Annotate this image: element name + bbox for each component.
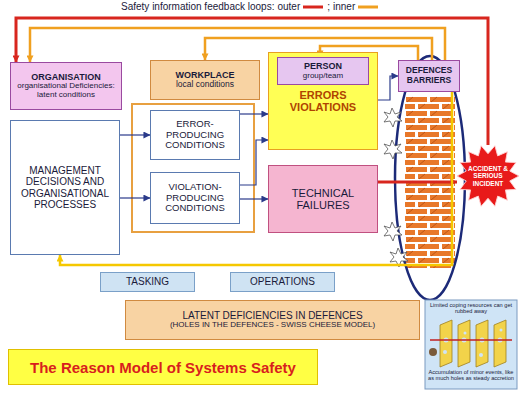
conditions-frame — [132, 104, 254, 232]
workplace-box: WORKPLACElocal conditions — [150, 60, 260, 100]
feedback-connector — [30, 28, 445, 62]
inset-note: Limited coping resources can get rubbed … — [428, 302, 514, 315]
organisation-box: ORGANISATIONorganisational Deficiencies:… — [10, 62, 122, 110]
feedback-connector — [378, 181, 457, 184]
swiss-cheese-inset — [425, 300, 517, 389]
legend-line-sample — [302, 4, 324, 10]
management-box: MANAGEMENT DECISIONS AND ORGANISATIONAL … — [10, 120, 120, 255]
node-heading: ERRORS VIOLATIONS — [272, 89, 374, 114]
node-heading: LATENT DEFICIENCIES IN DEFENCES — [182, 310, 362, 321]
node-body: group/team — [303, 72, 343, 81]
node-body: (HOLES IN THE DEFENCES - SWISS CHEESE MO… — [170, 321, 375, 330]
latent-box: LATENT DEFICIENCIES IN DEFENCES(HOLES IN… — [125, 300, 420, 340]
feedback-connector — [378, 76, 398, 100]
operations-box: OPERATIONS — [230, 272, 335, 292]
defences-ellipse — [395, 56, 465, 300]
person-box: PERSONgroup/team — [277, 57, 369, 85]
node-heading: ACCIDENT & SERIOUS INCIDENT — [465, 165, 511, 187]
legend-text: outer — [277, 1, 300, 12]
node-heading: WORKPLACE — [176, 70, 235, 80]
legend-item: inner — [333, 1, 379, 12]
legend-text: inner — [333, 1, 355, 12]
accident-star: ACCIDENT & SERIOUS INCIDENT — [457, 145, 519, 207]
legend-heading: ; — [327, 1, 330, 12]
node-heading: ORGANISATION — [31, 72, 100, 82]
node-heading: OPERATIONS — [250, 276, 315, 287]
diagram-title: The Reason Model of Systems Safety — [30, 359, 296, 376]
feedback-connector — [240, 198, 268, 199]
inset-note: Accumulation of minor events, like as mu… — [428, 369, 514, 382]
legend-heading: Safety information feedback loops: — [121, 1, 274, 12]
title-box: The Reason Model of Systems Safety — [8, 349, 318, 385]
node-body: organisational Deficiencies: latent cond… — [14, 82, 118, 100]
legend-item: outer — [277, 1, 324, 12]
tasking-box: TASKING — [100, 272, 195, 292]
errors-box: ERRORS VIOLATIONS PERSONgroup/team — [268, 52, 378, 150]
feedback-connector — [120, 134, 150, 135]
penetration-sparks — [384, 108, 408, 267]
defences-box: DEFENCES BARRIERS — [398, 60, 460, 92]
node-heading: TECHNICAL FAILURES — [272, 187, 374, 212]
node-heading: MANAGEMENT DECISIONS AND ORGANISATIONAL … — [14, 165, 116, 210]
node-body: local conditions — [176, 80, 234, 90]
legend-line-sample — [357, 4, 379, 10]
condition-box: ERROR-PRODUCING CONDITIONS — [150, 110, 240, 160]
node-heading: PERSON — [304, 61, 342, 71]
feedback-connector — [120, 197, 150, 198]
feedback-connector — [240, 140, 268, 185]
node-heading: TASKING — [126, 276, 169, 287]
condition-box: VIOLATION-PRODUCING CONDITIONS — [150, 172, 240, 224]
feedback-connector — [240, 113, 268, 114]
feedback-legend: Safety information feedback loops:outer;… — [118, 1, 382, 12]
node-heading: DEFENCES BARRIERS — [402, 66, 456, 85]
node-heading: VIOLATION-PRODUCING CONDITIONS — [154, 182, 236, 214]
node-heading: ERROR-PRODUCING CONDITIONS — [154, 119, 236, 151]
failure-box: TECHNICAL FAILURES — [268, 165, 378, 233]
